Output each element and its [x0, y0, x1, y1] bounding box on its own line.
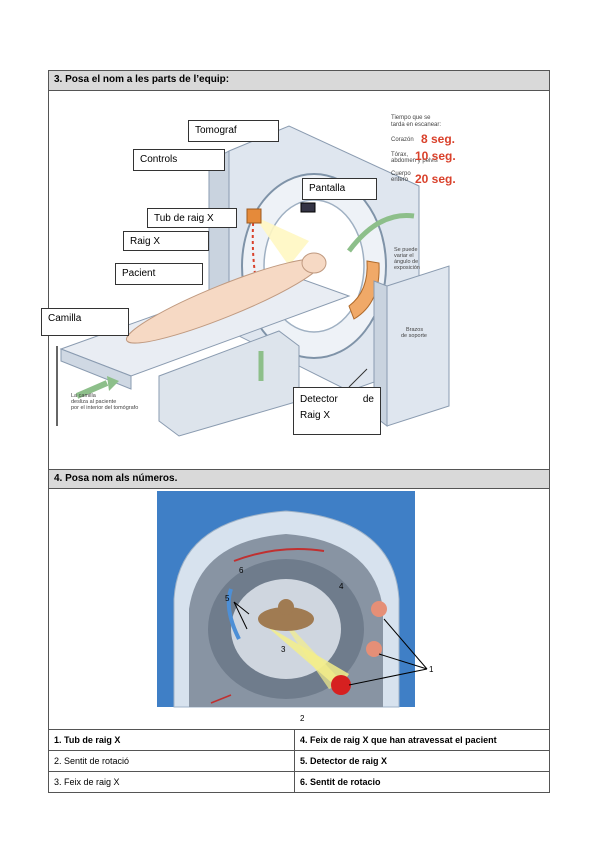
label-controls: Controls	[133, 149, 225, 171]
camilla-note-1: La camilla	[71, 393, 97, 399]
ct-gantry-drawing: 5 6 3 4 1 2	[157, 491, 434, 723]
worksheet-frame: 3. Posa el nom a les parts de l’equip:	[41, 70, 550, 794]
answer-cell: 5. Detector de raig X	[300, 756, 388, 766]
torax-label-1: Tórax,	[391, 152, 408, 158]
section-4-header: 4. Posa nom als números.	[49, 469, 549, 489]
answer-cell: 1. Tub de raig X	[49, 730, 295, 751]
label-tub-raig-x: Tub de raig X	[147, 208, 237, 228]
answer-cell: 2. Sentit de rotació	[49, 751, 295, 772]
label-tomograf: Tomograf	[188, 120, 279, 142]
label-pantalla: Pantalla	[302, 178, 377, 200]
label-pacient: Pacient	[115, 263, 203, 285]
number-6: 6	[239, 566, 244, 575]
label-de-word: de	[362, 394, 374, 405]
corazon-value: 8 seg.	[421, 132, 455, 146]
section-3-header: 3. Posa el nom a les parts de l’equip:	[49, 71, 549, 91]
ct-scanner-illustration: Tiempo que se tarda en escanear: Corazón…	[41, 91, 549, 469]
cuerpo-label-1: Cuerpo	[391, 171, 411, 177]
cuerpo-value: 20 seg.	[415, 172, 456, 186]
brazos-line1: Brazos	[406, 327, 423, 333]
label-camilla: Camilla	[41, 308, 129, 336]
number-5: 5	[225, 594, 230, 603]
camilla-note-2: desliza al paciente	[71, 399, 116, 405]
answer-cell: 6. Sentit de rotacio	[300, 777, 381, 787]
corazon-label: Corazón	[391, 137, 414, 143]
camilla-note-3: por el interior del tomógrafo	[71, 405, 138, 411]
time-title-line1: Tiempo que se	[391, 115, 431, 121]
table-row: 2. Sentit de rotació 5. Detector de raig…	[49, 750, 549, 772]
number-2: 2	[300, 714, 305, 723]
number-4: 4	[339, 582, 344, 591]
label-detector-word: Detector	[300, 394, 338, 405]
angulo-line3: ángulo de	[394, 259, 418, 265]
table-row: 1. Tub de raig X 4. Feix de raig X que h…	[49, 729, 549, 751]
answers-table: 1. Tub de raig X 4. Feix de raig X que h…	[49, 729, 549, 794]
number-1: 1	[429, 665, 434, 674]
time-title-line2: tarda en escanear:	[391, 122, 441, 128]
angulo-line1: Se puede	[394, 247, 418, 253]
label-detector-raig-x: Detector de Raig X	[293, 387, 381, 435]
angulo-line2: variar el	[394, 253, 414, 259]
torax-label-2: abdomen y pelvis	[391, 158, 438, 164]
answer-cell: 3. Feix de raig X	[49, 772, 295, 793]
cuerpo-label-2: entero	[391, 177, 409, 183]
brazos-line2: de soporte	[401, 333, 427, 339]
angulo-line4: exposición	[394, 265, 420, 271]
ct-gantry-photo: 5 6 3 4 1 2	[49, 489, 549, 729]
answer-cell: 4. Feix de raig X que han atravessat el …	[300, 735, 497, 745]
number-3: 3	[281, 645, 286, 654]
table-row: 3. Feix de raig X 6. Sentit de rotacio	[49, 771, 549, 793]
label-raig-x-line: Raig X	[300, 410, 331, 421]
label-raig-x: Raig X	[123, 231, 209, 251]
torax-value: 10 seg.	[415, 149, 456, 163]
